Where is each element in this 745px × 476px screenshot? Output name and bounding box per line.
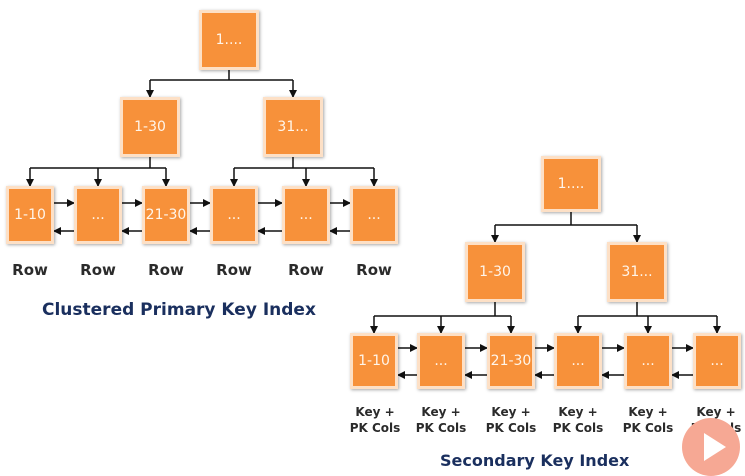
node-label: 1-30 xyxy=(479,264,511,280)
secondary-leaf-label: Key + PK Cols xyxy=(485,404,537,436)
node-label: 1.... xyxy=(557,176,585,192)
node-label: ... xyxy=(299,207,313,223)
clustered-leaf-node: ... xyxy=(282,186,330,244)
secondary-leaf-label: Key + PK Cols xyxy=(622,404,674,436)
clustered-leaf-label: Row xyxy=(148,261,184,279)
node-label: 31... xyxy=(621,264,653,280)
secondary-leaf-label: Key + PK Cols xyxy=(415,404,467,436)
play-icon xyxy=(704,433,726,461)
clustered-branch-node: 31... xyxy=(263,97,323,157)
clustered-leaf-label: Row xyxy=(12,261,48,279)
secondary-leaf-node: ... xyxy=(417,333,465,389)
node-label: ... xyxy=(434,353,448,369)
node-label: 1-10 xyxy=(358,353,390,369)
secondary-root-node: 1.... xyxy=(541,156,601,212)
node-label: 21-30 xyxy=(145,207,187,223)
clustered-leaf-label: Row xyxy=(80,261,116,279)
clustered-branch-node: 1-30 xyxy=(120,97,180,157)
label-line: PK Cols xyxy=(552,421,604,435)
secondary-branch-node: 31... xyxy=(607,242,667,302)
node-label: 1-10 xyxy=(14,207,46,223)
label-line: PK Cols xyxy=(485,421,537,435)
secondary-leaf-node: ... xyxy=(693,333,741,389)
label-line: Key + xyxy=(696,405,736,419)
label-line: Key + xyxy=(355,405,395,419)
node-label: ... xyxy=(571,353,585,369)
clustered-leaf-node: ... xyxy=(74,186,122,244)
clustered-leaf-label: Row xyxy=(288,261,324,279)
label-line: PK Cols xyxy=(415,421,467,435)
node-label: 21-30 xyxy=(490,353,532,369)
clustered-leaf-node: ... xyxy=(210,186,258,244)
secondary-branch-node: 1-30 xyxy=(465,242,525,302)
clustered-index-caption: Clustered Primary Key Index xyxy=(42,300,316,320)
node-label: ... xyxy=(641,353,655,369)
node-label: 31... xyxy=(277,119,309,135)
label-line: PK Cols xyxy=(622,421,674,435)
node-label: ... xyxy=(91,207,105,223)
secondary-leaf-node: 1-10 xyxy=(350,333,398,389)
node-label: ... xyxy=(367,207,381,223)
play-button[interactable] xyxy=(682,418,740,476)
clustered-leaf-node: 1-10 xyxy=(6,186,54,244)
secondary-leaf-node: ... xyxy=(624,333,672,389)
secondary-leaf-label: Key + PK Cols xyxy=(552,404,604,436)
secondary-leaf-node: 21-30 xyxy=(487,333,535,389)
node-label: ... xyxy=(227,207,241,223)
label-line: PK Cols xyxy=(349,421,401,435)
clustered-leaf-node: 21-30 xyxy=(142,186,190,244)
label-line: Key + xyxy=(558,405,598,419)
label-line: Key + xyxy=(421,405,461,419)
secondary-leaf-node: ... xyxy=(554,333,602,389)
node-label: 1-30 xyxy=(134,119,166,135)
node-label: ... xyxy=(710,353,724,369)
clustered-leaf-node: ... xyxy=(350,186,398,244)
label-line: Key + xyxy=(628,405,668,419)
node-label: 1.... xyxy=(215,32,243,48)
label-line: Key + xyxy=(491,405,531,419)
clustered-root-node: 1.... xyxy=(199,10,259,70)
secondary-index-caption: Secondary Key Index xyxy=(440,451,630,470)
secondary-leaf-label: Key + PK Cols xyxy=(349,404,401,436)
clustered-leaf-label: Row xyxy=(216,261,252,279)
clustered-leaf-label: Row xyxy=(356,261,392,279)
